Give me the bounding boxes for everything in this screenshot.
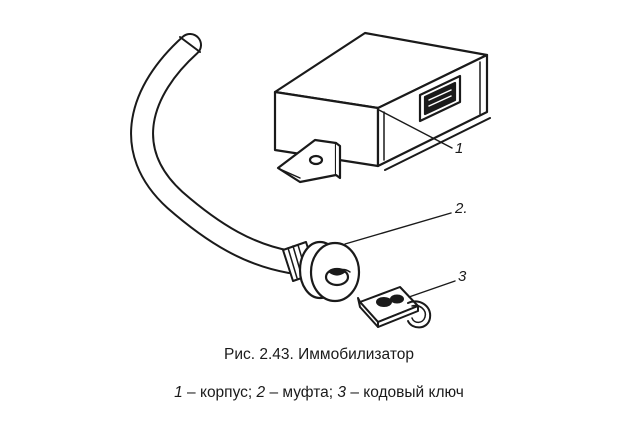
legend-joiner-1: ; [247,384,257,401]
legend-sep-2: – [265,384,283,401]
callout-coupling: 2. [455,200,468,217]
leader-lines [344,109,456,298]
leader-line-coupling [344,212,452,245]
coupling [298,240,361,303]
callout-key: 3 [458,268,467,285]
legend-sep-3: – [346,384,364,401]
legend-num-1: 1 [174,384,183,401]
legend-joiner-2: ; [328,384,338,401]
legend-sep-1: – [182,384,200,401]
code-key [357,286,432,329]
legend-num-2: 2 [256,384,266,401]
figure-caption-title: Рис. 2.43. Иммобилизатор [223,346,414,363]
legend-num-3: 3 [337,384,347,401]
legend-text-1: корпус [199,384,248,401]
leader-line-key [408,280,456,298]
callout-body: 1 [455,140,464,157]
legend-text-3: кодовый ключ [363,384,464,401]
figure-caption-legend: 1 – корпус; 2 – муфта; 3 – кодовый ключ [0,384,638,402]
immobilizer-body [273,31,491,184]
leader-line-body [378,109,453,149]
legend-text-2: муфта [282,384,329,401]
cable [130,33,302,274]
